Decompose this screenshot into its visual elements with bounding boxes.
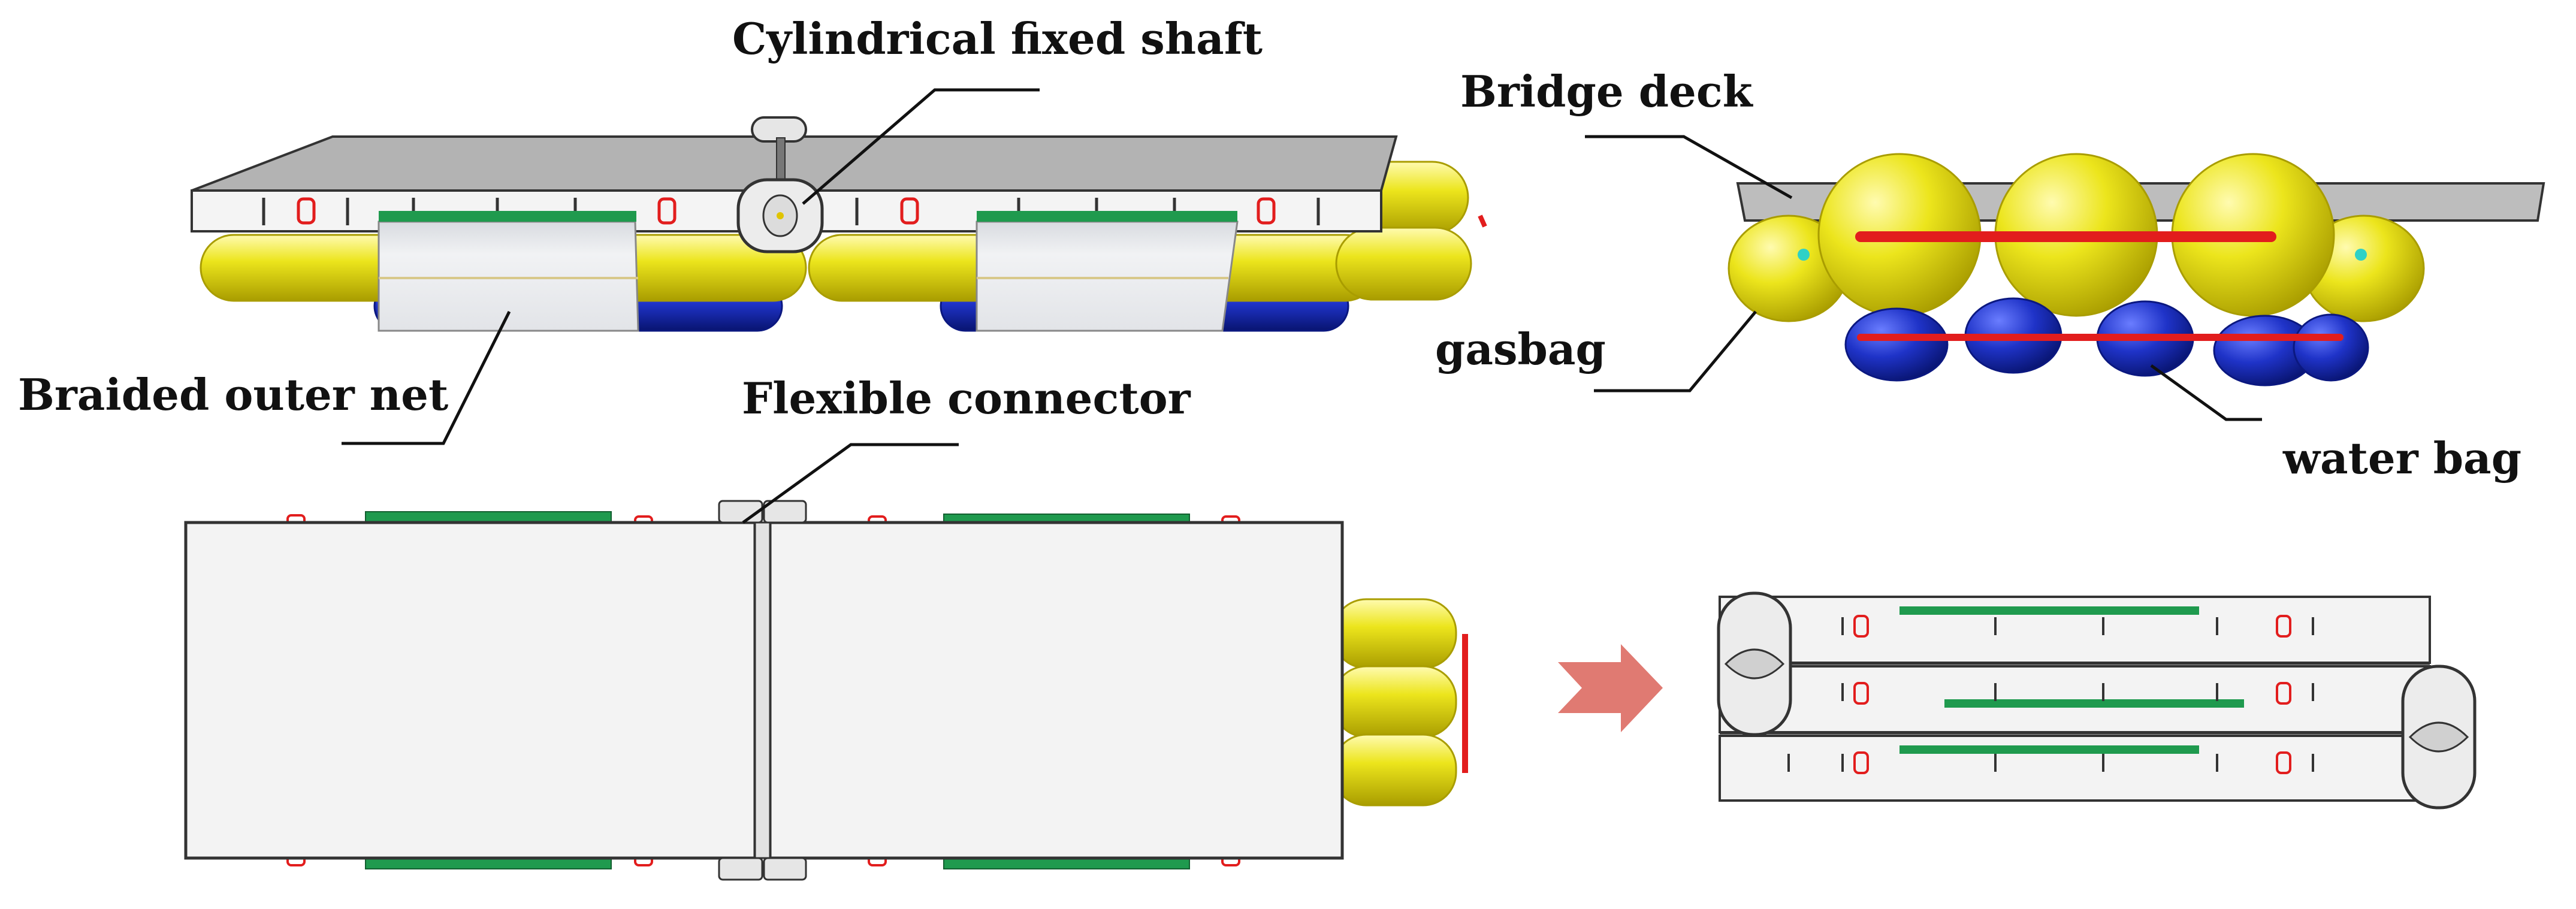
plan-view [184,500,1468,881]
flexible-connector [754,521,771,859]
braided-net-right [976,221,1239,332]
plan-deck-right [768,521,1344,860]
plan-gasbag-3 [1332,733,1457,807]
water-bag-1 [1844,307,1949,382]
side-view [191,116,1487,332]
leader-gasbag [1594,310,1757,392]
leader-bridge-deck [1585,135,1793,200]
label-water-bag: water bag [2282,433,2521,484]
gasbag-end-bottom [1335,227,1472,301]
label-gasbag: gasbag [1435,324,1606,375]
transition-arrow [1558,644,1663,732]
plan-deck-left [184,521,757,860]
plan-gasbag-1 [1332,598,1457,669]
strap-right [977,211,1237,222]
label-bridge-deck: Bridge deck [1460,66,1754,117]
label-cylindrical-fixed-shaft: Cylindrical fixed shaft [732,13,1263,64]
leader-lines [342,88,2262,524]
leader-flexible-connector [742,443,959,524]
strap-left [379,211,636,222]
leader-braided-net [342,310,511,445]
label-flexible-connector: Flexible connector [742,373,1191,424]
water-bag-5 [2293,313,2369,382]
leader-water-bag [2150,364,2262,421]
cross-section-view [1728,153,2545,386]
tie-rod-end [1478,215,1487,228]
connector-bottom-cap [718,857,763,881]
leader-shaft [802,88,1040,205]
plan-gasbag-2 [1332,665,1457,738]
folded-view [1717,591,2477,810]
label-braided-outer-net: Braided outer net [18,369,448,420]
